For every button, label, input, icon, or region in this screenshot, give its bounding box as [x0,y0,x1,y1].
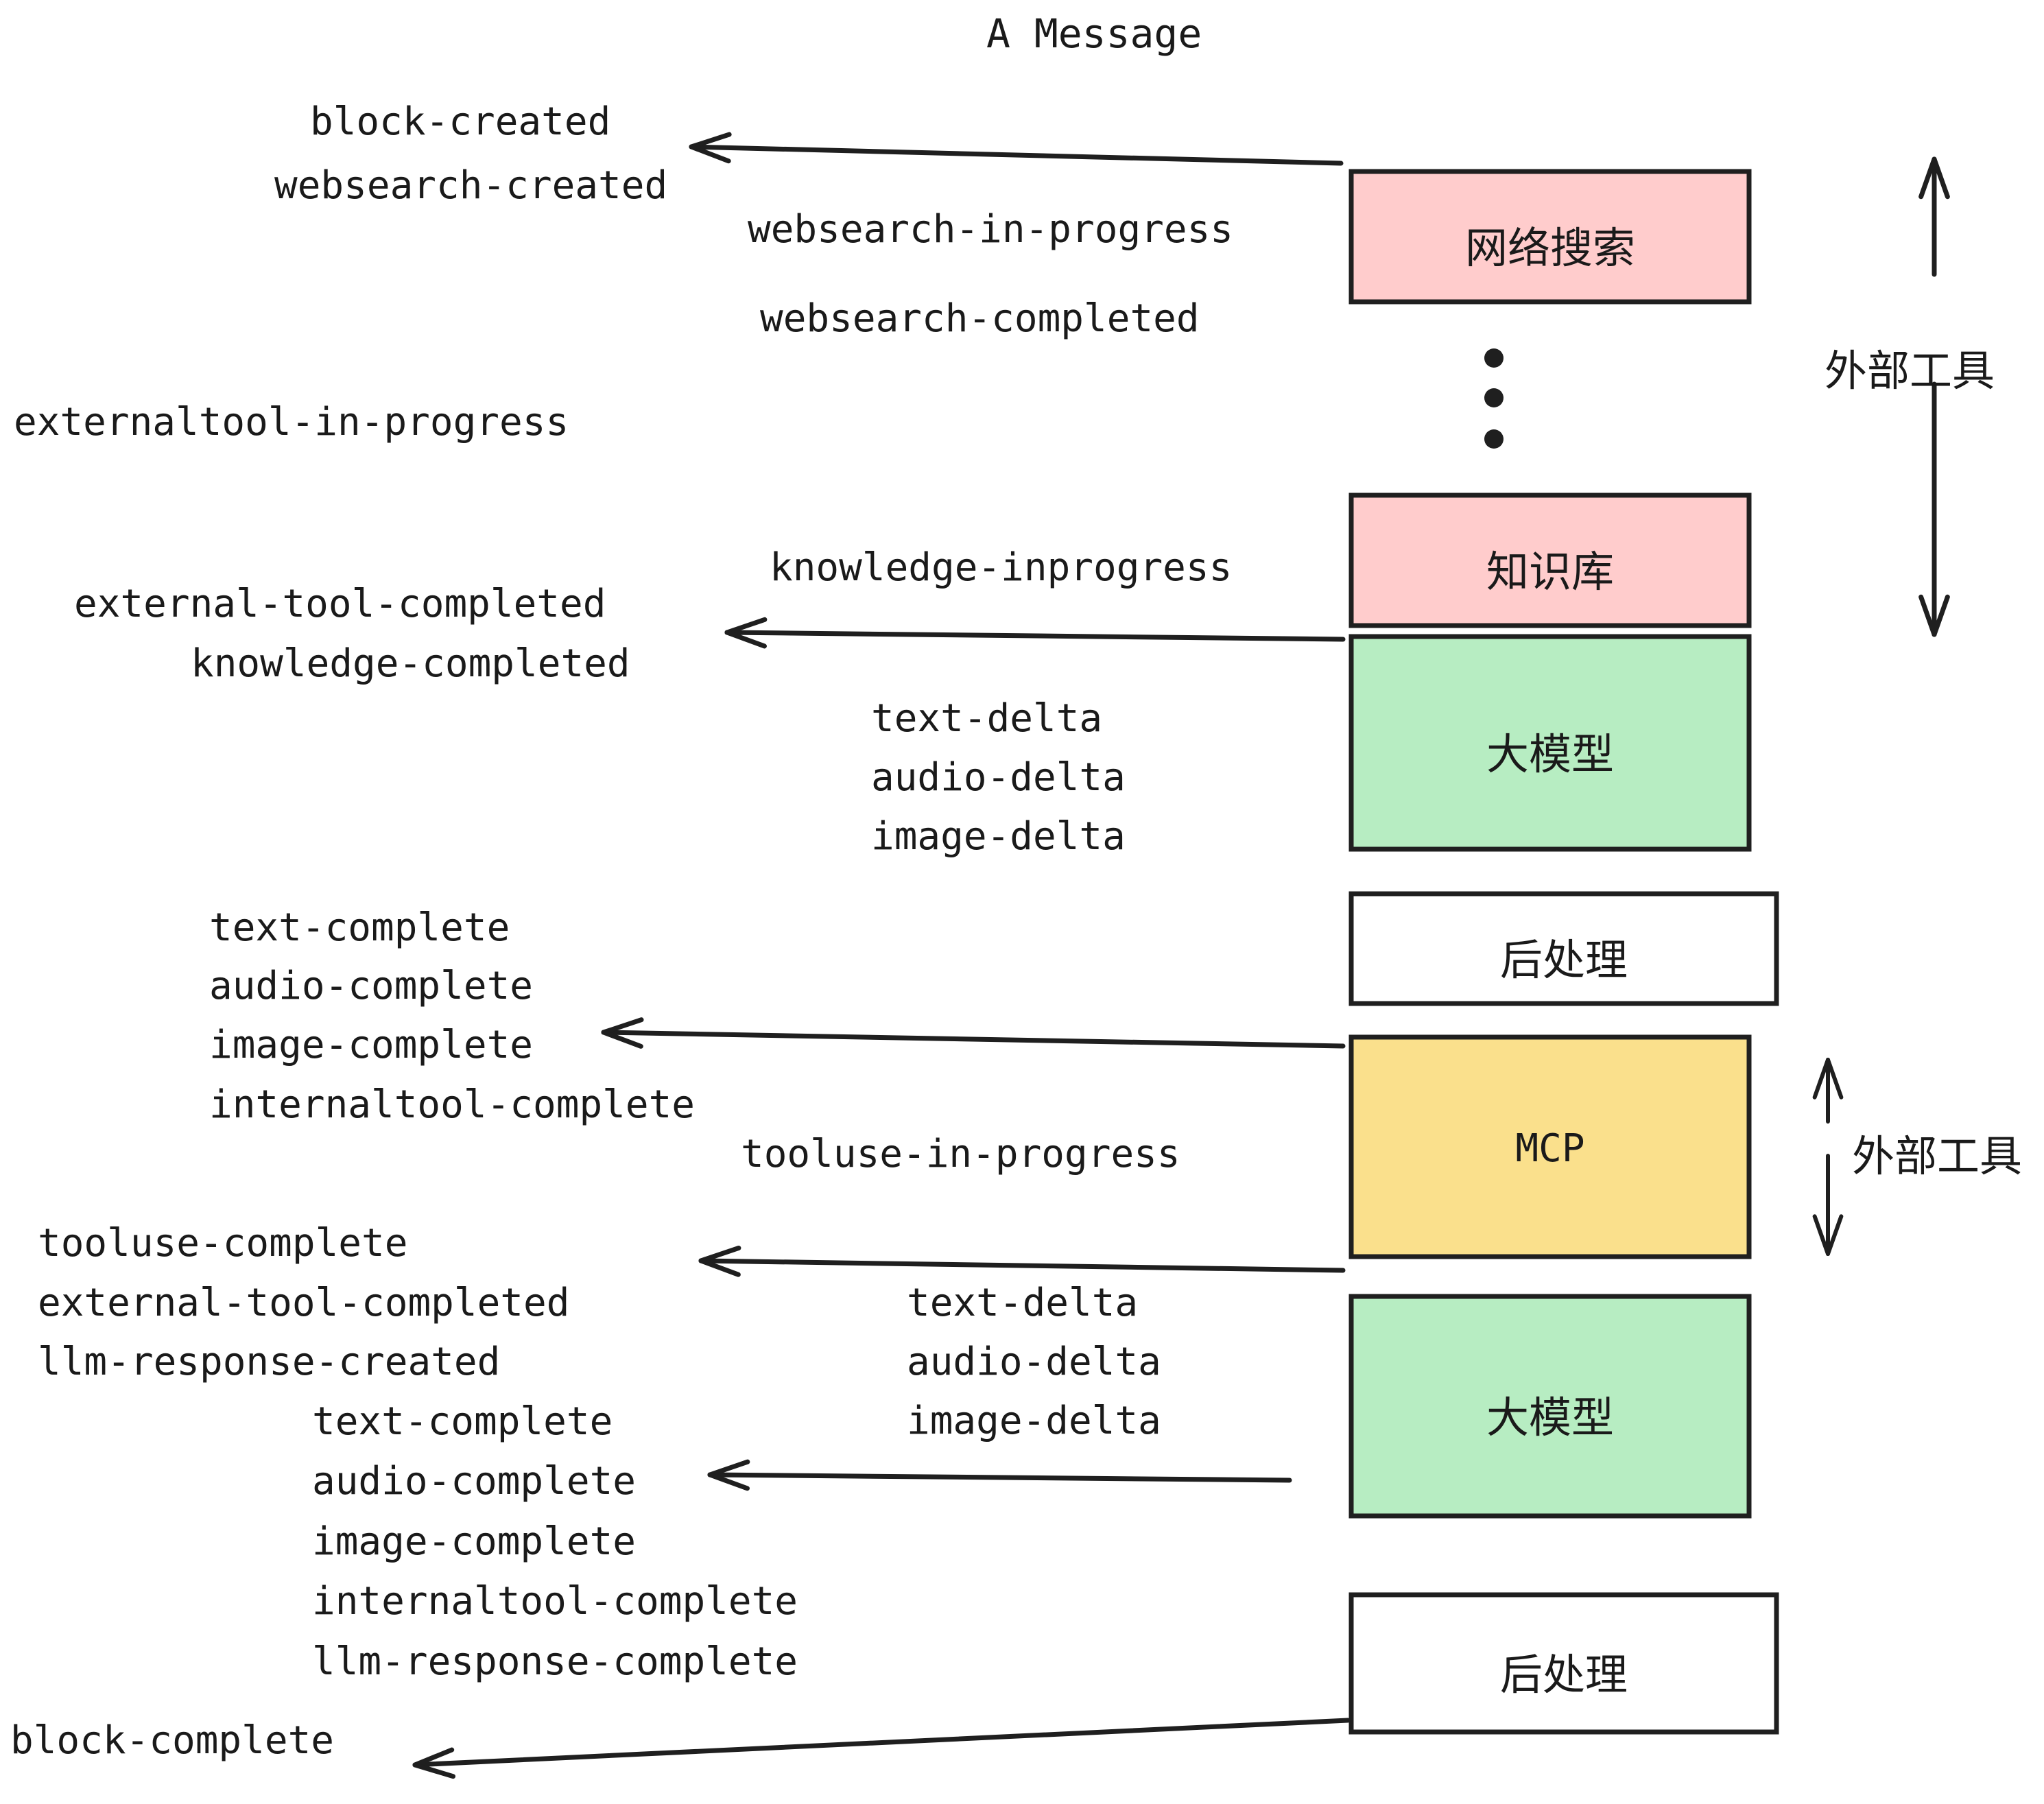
node-label-postprocess-2: 后处理 [1499,1650,1628,1700]
side-label-external-tool-lower: 外部工具 [1852,1131,2023,1181]
event-label-audio-complete-2: audio-complete [312,1459,637,1504]
node-box-postprocess-2 [1348,1592,1779,1735]
node-box-llm-1 [1348,634,1752,852]
node-label-websearch: 网络搜索 [1464,223,1635,273]
node-box-knowledge [1348,492,1752,628]
ellipsis-dot-2 [1484,388,1504,407]
arrow-knowledge-completed [724,617,1346,649]
event-label-internaltool-complete-2: internaltool-complete [312,1579,798,1624]
ellipsis-dot-3 [1484,429,1504,449]
event-label-internaltool-complete-1: internaltool-complete [209,1082,696,1127]
node-box-websearch [1348,169,1752,305]
event-label-image-delta-1: image-delta [871,814,1126,859]
node-box-postprocess-1 [1348,891,1779,1006]
page-title: A Message [986,10,1202,57]
node-label-llm-1: 大模型 [1486,729,1614,779]
external-tool-arrow-down-1 [1918,381,1950,637]
node-label-mcp: MCP [1515,1126,1585,1171]
node-label-knowledge: 知识库 [1486,547,1614,597]
arrows-layer [412,132,1950,1779]
external-tool-arrow-up-1 [1918,156,1950,277]
event-label-text-complete-1: text-complete [209,905,510,950]
event-label-block-created: block-created [310,99,611,144]
event-label-audio-delta-1: audio-delta [871,755,1126,800]
external-tool-arrow-down-2 [1812,1154,1844,1256]
event-label-external-tool-completed-2: external-tool-completed [38,1281,570,1325]
event-label-image-complete-1: image-complete [209,1023,534,1067]
arrow-block-complete [412,1718,1351,1779]
event-label-text-delta-2: text-delta [907,1281,1139,1325]
ellipsis-dot-1 [1484,348,1504,368]
event-label-tooluse-complete: tooluse-complete [38,1221,408,1266]
event-label-external-tool-completed-1: external-tool-completed [74,582,606,626]
external-tool-arrow-up-2 [1812,1058,1844,1124]
boxes-layer [1348,169,1779,1735]
arrow-audio-complete [707,1459,1292,1491]
ellipsis-layer [1484,348,1504,449]
arrow-block-created [689,132,1344,166]
event-label-image-complete-2: image-complete [312,1519,637,1564]
arrow-image-complete [601,1017,1346,1049]
event-label-websearch-created: websearch-created [274,163,668,208]
event-label-llm-response-created: llm-response-created [38,1340,501,1384]
event-label-block-complete: block-complete [10,1718,335,1763]
node-label-llm-2: 大模型 [1486,1392,1614,1443]
event-label-audio-delta-2: audio-delta [907,1340,1161,1384]
event-label-websearch-completed: websearch-completed [760,296,1200,341]
event-label-text-complete-2: text-complete [312,1399,613,1444]
event-label-llm-response-complete: llm-response-complete [312,1639,798,1684]
node-box-mcp [1348,1034,1752,1259]
event-label-knowledge-inprogress: knowledge-inprogress [770,545,1233,590]
event-label-audio-complete-1: audio-complete [209,964,534,1008]
event-label-knowledge-completed: knowledge-completed [191,641,630,686]
side-label-external-tool-upper: 外部工具 [1825,346,1995,396]
event-label-text-delta-1: text-delta [871,696,1103,741]
event-label-image-delta-2: image-delta [907,1399,1161,1443]
event-label-externaltool-in-progress: externaltool-in-progress [14,400,569,444]
event-label-tooluse-in-progress: tooluse-in-progress [741,1132,1180,1176]
arrow-tooluse-complete [698,1245,1346,1277]
node-label-postprocess-1: 后处理 [1499,935,1628,985]
node-box-llm-2 [1348,1294,1752,1519]
event-label-websearch-in-progress: websearch-in-progress [748,207,1234,252]
